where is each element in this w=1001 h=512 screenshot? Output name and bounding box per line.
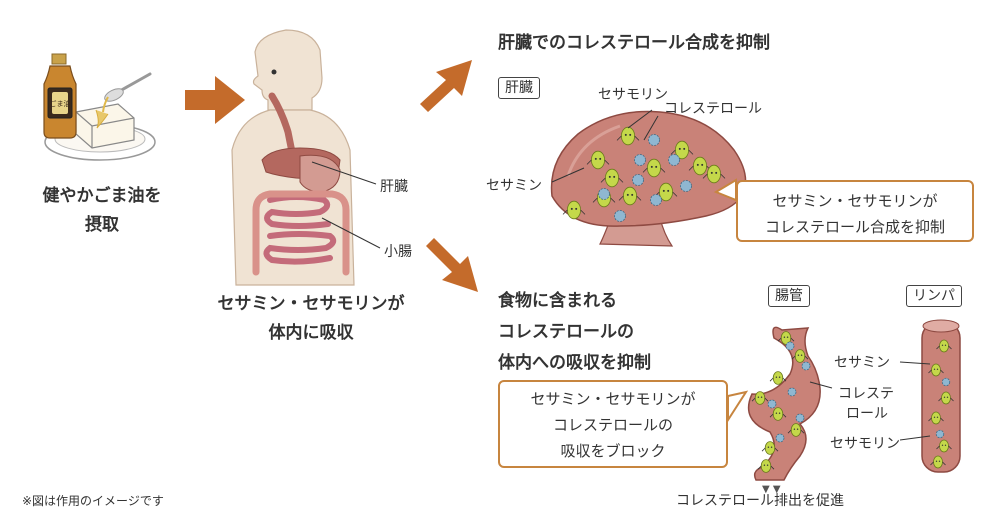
cholesterol-particle-icon: [668, 154, 680, 166]
gut-heading-line2: コレステロールの: [498, 322, 634, 342]
cholesterol-particle-icon: [767, 399, 777, 409]
arrow-to-gut: [426, 238, 478, 292]
sesamin-particle-icon: [621, 126, 636, 146]
liver-particle-group: [562, 126, 726, 222]
sesamin-particle-icon: [939, 439, 949, 453]
step2-caption-line1: セサミン・セサモリンが: [217, 294, 405, 314]
gut-callout: セサミン・セサモリンが コレステロールの 吸収をブロック: [498, 380, 728, 468]
sesamin-particle-icon: [931, 363, 941, 377]
cholesterol-particle-icon: [598, 188, 610, 200]
gut-heading-line1: 食物に含まれる: [498, 291, 617, 311]
cholesterol-particle-icon: [941, 377, 951, 387]
liver-label-sesamin: セサミン: [486, 178, 542, 194]
body-label-small-intestine: 小腸: [384, 244, 412, 260]
step1-caption-line1: 健やかごま油を: [42, 186, 162, 206]
sesamin-particle-icon: [772, 371, 784, 385]
gut-heading-line3: 体内への吸収を抑制: [498, 353, 651, 373]
liver-callout: セサミン・セサモリンが コレステロール合成を抑制: [736, 180, 974, 242]
leader-line-cholesterol: [643, 115, 659, 141]
liver-label-cholesterol: コレステロール: [664, 101, 762, 117]
liver-heading: 肝臓でのコレステロール合成を抑制: [498, 33, 770, 53]
gut-tag-lymph: リンパ: [906, 285, 962, 307]
eye-icon: [271, 69, 277, 75]
excretion-text: コレステロール排出を促進: [676, 493, 844, 509]
gut-callout-line2: コレステロールの: [552, 416, 673, 434]
cholesterol-particle-icon: [935, 429, 945, 439]
gut-particle-group: [751, 331, 811, 473]
cholesterol-particle-icon: [648, 134, 660, 146]
gut-label-cholesterol: コレステ ロール: [838, 384, 894, 424]
excretion-arrow-icon: ▼ ▼: [762, 484, 781, 495]
cholesterol-particle-icon: [785, 341, 795, 351]
liver-tag: 肝臓: [498, 77, 540, 99]
arrow-to-liver: [420, 60, 472, 112]
cholesterol-particle-icon: [632, 174, 644, 186]
sesamin-particle-icon: [933, 455, 943, 469]
step2-caption: セサミン・セサモリンが 体内に吸収: [196, 290, 426, 348]
gut-label-sesamin: セサミン: [834, 355, 890, 371]
sesamin-particle-icon: [567, 200, 582, 220]
sesamin-particle-icon: [941, 391, 951, 405]
cholesterol-particle-icon: [801, 361, 811, 371]
lymph-particle-group: [928, 339, 954, 469]
cholesterol-particle-icon: [614, 210, 626, 222]
bottle-label-text: ごま油: [50, 99, 71, 108]
sesamin-particle-icon: [939, 339, 949, 353]
cholesterol-particle-icon: [787, 387, 797, 397]
liver-callout-line1: セサミン・セサモリンが: [772, 192, 938, 210]
human-body-illustration: [231, 29, 381, 286]
cholesterol-particle-icon: [634, 154, 646, 166]
gut-label-cholesterol-line2: ロール: [846, 406, 888, 422]
sesamin-particle-icon: [623, 186, 638, 206]
cholesterol-particle-icon: [650, 194, 662, 206]
step1-caption: 健やかごま油を 摂取: [22, 182, 182, 240]
footnote: ※図は作用のイメージです: [22, 494, 164, 508]
sesamin-particle-icon: [790, 423, 802, 437]
gut-callout-line1: セサミン・セサモリンが: [530, 390, 696, 408]
leader-line-gut-cholesterol: [809, 381, 833, 389]
gut-callout-pointer: [727, 390, 749, 424]
sesamin-particle-icon: [707, 164, 722, 184]
sesamin-particle-icon: [591, 150, 606, 170]
sesamin-particle-icon: [647, 158, 662, 178]
gut-label-sesamolin: セサモリン: [830, 436, 900, 452]
sesamin-particle-icon: [693, 156, 708, 176]
sesamin-particle-icon: [760, 459, 772, 473]
leader-line-gut-sesamolin: [899, 435, 931, 441]
liver-label-sesamolin: セサモリン: [598, 87, 668, 103]
step1-caption-line2: 摂取: [85, 215, 119, 235]
gut-tag-intestine: 腸管: [768, 285, 810, 307]
sesamin-particle-icon: [605, 168, 620, 188]
body-label-liver: 肝臓: [380, 179, 408, 195]
gut-label-cholesterol-line1: コレステ: [838, 386, 894, 402]
cholesterol-particle-icon: [795, 413, 805, 423]
sesamin-particle-icon: [931, 411, 941, 425]
sesame-oil-bottle: ごま油: [43, 53, 77, 139]
gut-heading: 食物に含まれる コレステロールの 体内への吸収を抑制: [498, 286, 651, 379]
lymph-vessel-illustration: [921, 319, 961, 473]
cholesterol-particle-icon: [775, 433, 785, 443]
leader-line-gut-sesamin: [899, 361, 931, 365]
cholesterol-particle-icon: [680, 180, 692, 192]
sesamin-particle-icon: [754, 391, 766, 405]
sesamin-particle-icon: [659, 182, 674, 202]
sesamin-particle-icon: [764, 441, 776, 455]
arrow-step1-to-step2: [185, 76, 245, 124]
leader-line-sesamolin: [627, 109, 653, 129]
gut-callout-line3: 吸収をブロック: [560, 442, 666, 460]
sesamin-particle-icon: [794, 349, 806, 363]
sesame-oil-illustration: ごま油: [43, 53, 156, 161]
leader-line-sesamin: [551, 167, 585, 183]
step2-caption-line2: 体内に吸収: [268, 323, 354, 343]
liver-callout-line2: コレステロール合成を抑制: [764, 218, 945, 236]
sesamin-particle-icon: [772, 407, 784, 421]
